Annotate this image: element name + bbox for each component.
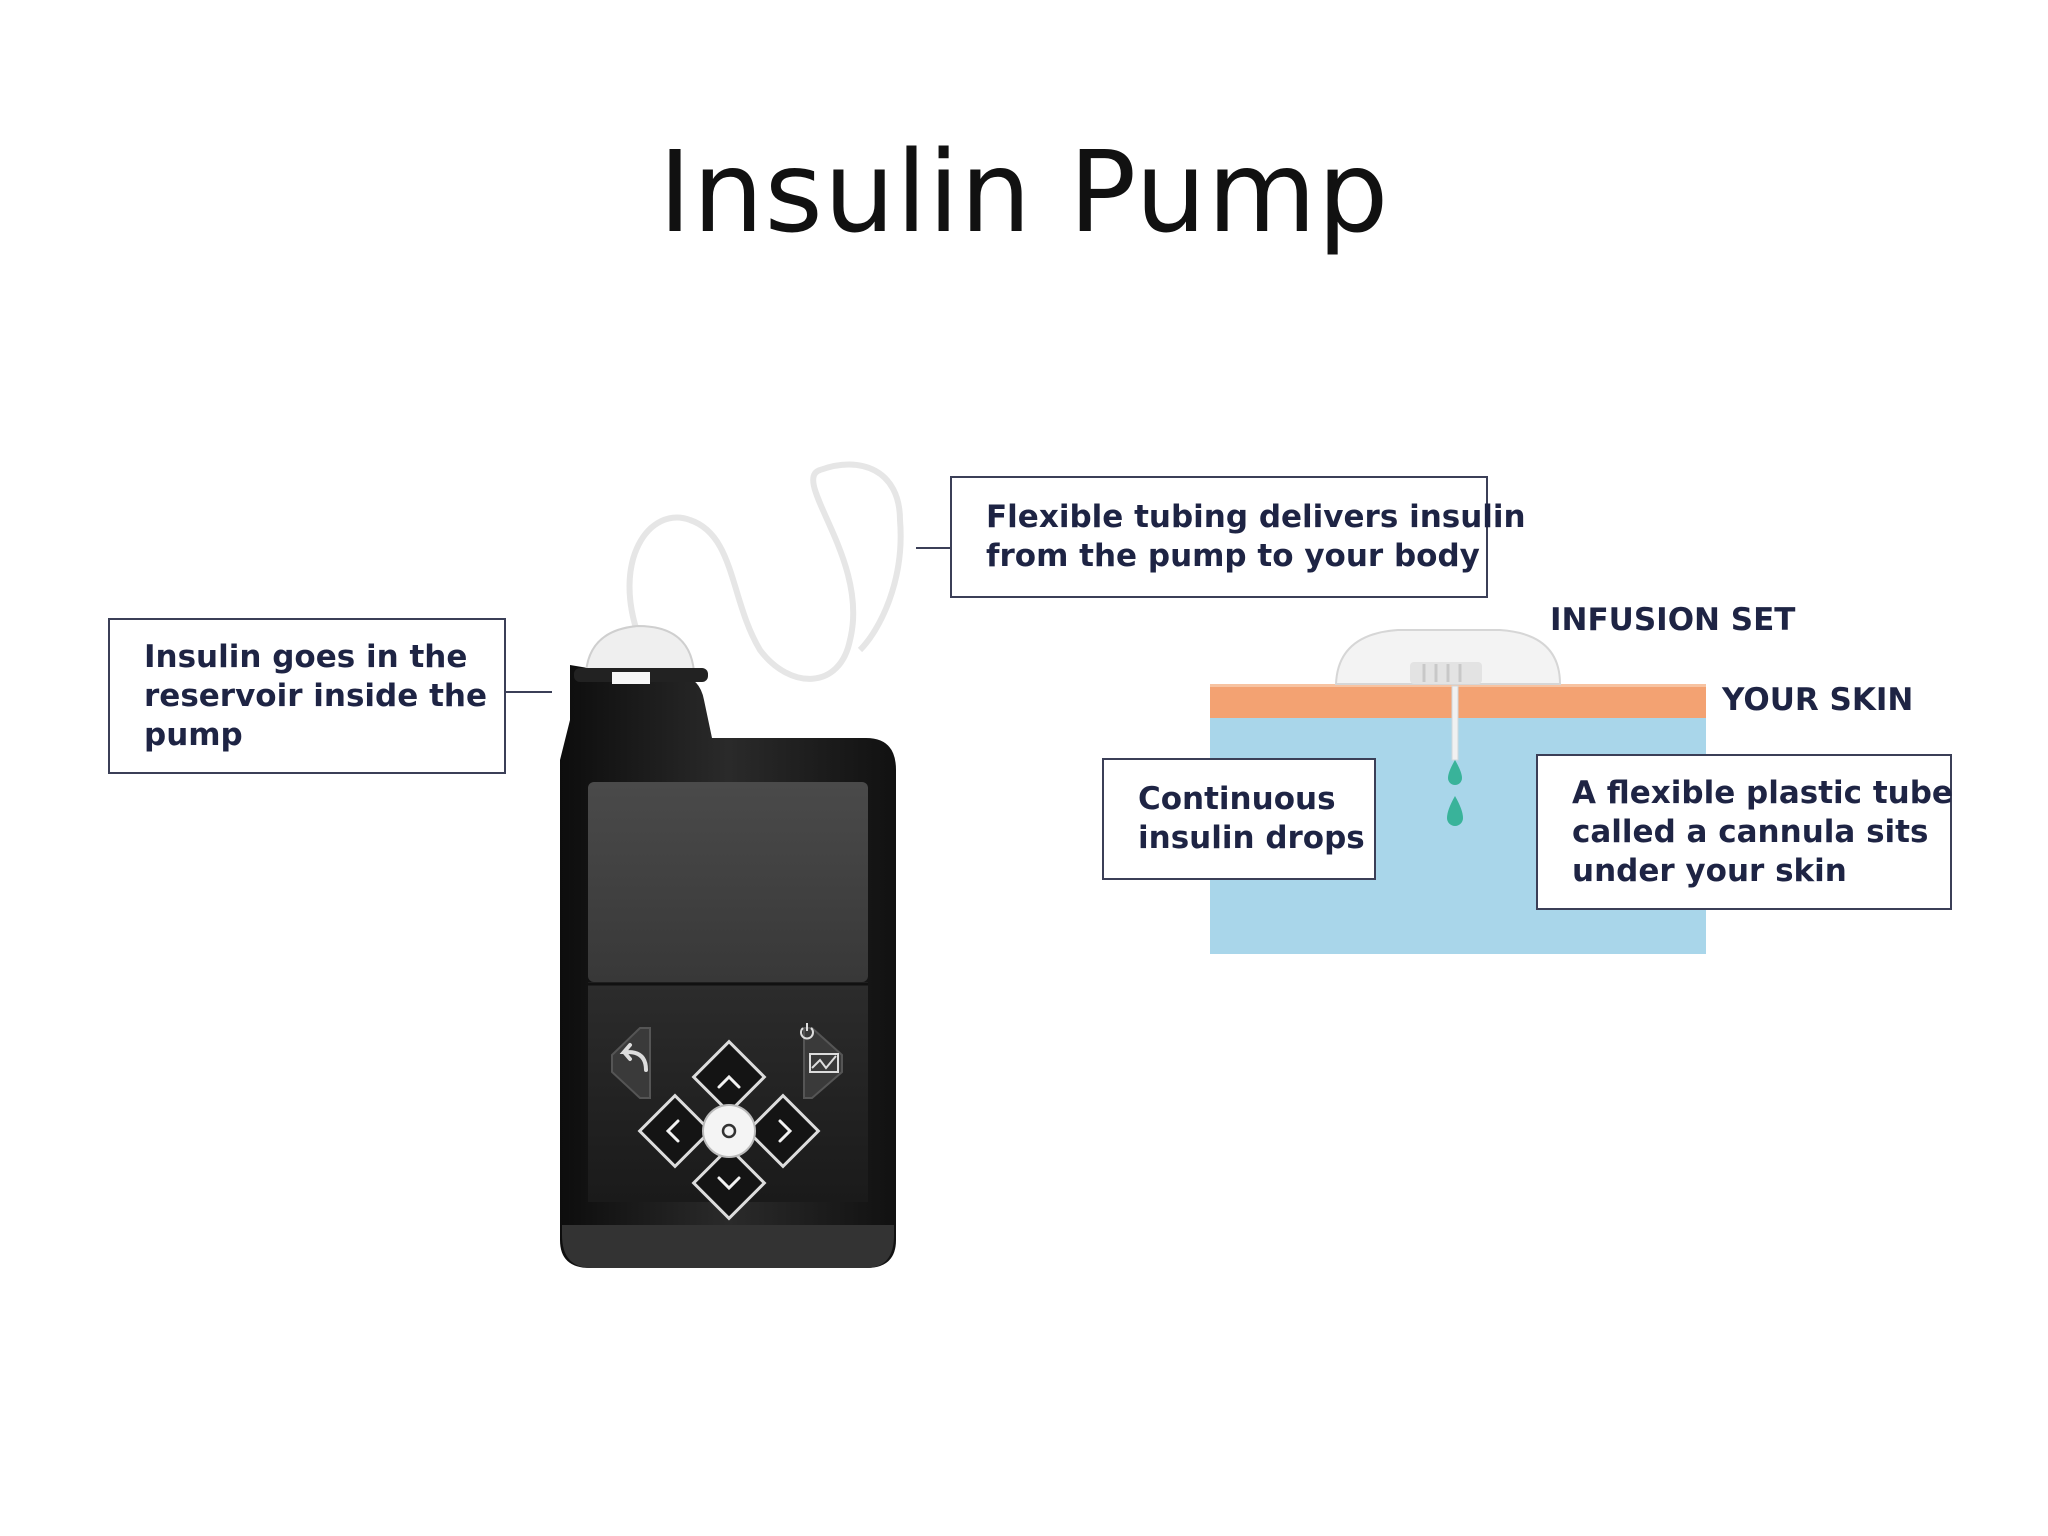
back-button (611, 1027, 651, 1099)
infusion-set (1334, 629, 1562, 685)
cannula (1451, 685, 1459, 761)
infusion-set-label: INFUSION SET (1550, 602, 1796, 638)
pump-screen (588, 782, 868, 982)
insulin-drop (1448, 760, 1462, 785)
callout-insulin-drops: Continuous insulin drops (1102, 758, 1376, 880)
callout-line: under your skin (1572, 853, 1847, 889)
callout-reservoir: Insulin goes in the reservoir inside the… (108, 618, 506, 774)
navigation-pad (637, 1039, 821, 1221)
select-circle-icon (721, 1123, 737, 1139)
callout-line: called a cannula sits (1572, 814, 1929, 850)
callout-line: Flexible tubing delivers insulin (986, 499, 1526, 535)
callout-line: Continuous (1138, 781, 1336, 817)
callout-line: reservoir inside the (144, 678, 487, 714)
callout-line: A flexible plastic tube (1572, 775, 1953, 811)
activity-button (803, 1027, 843, 1099)
callout-tubing: Flexible tubing delivers insulin from th… (950, 476, 1526, 598)
callout-cannula: A flexible plastic tube called a cannula… (1536, 754, 1953, 910)
callout-line: Insulin goes in the (144, 639, 468, 675)
reservoir-cap (584, 624, 696, 673)
activity-graph-icon (809, 1053, 839, 1073)
callout-line: insulin drops (1138, 820, 1365, 856)
pump-tubing (626, 461, 904, 682)
chevron-left-icon (665, 1119, 680, 1143)
back-arrow-icon (619, 1043, 648, 1072)
chevron-right-icon (778, 1119, 793, 1143)
select-button (702, 1104, 756, 1158)
chevron-down-icon (717, 1176, 741, 1191)
power-icon (800, 1023, 814, 1040)
chevron-up-icon (717, 1074, 741, 1089)
your-skin-label: YOUR SKIN (1722, 682, 1914, 718)
callout-line: from the pump to your body (986, 538, 1480, 574)
slide-title: Insulin Pump (658, 128, 1390, 258)
insulin-drop (1447, 796, 1463, 826)
callout-line: pump (144, 717, 243, 753)
